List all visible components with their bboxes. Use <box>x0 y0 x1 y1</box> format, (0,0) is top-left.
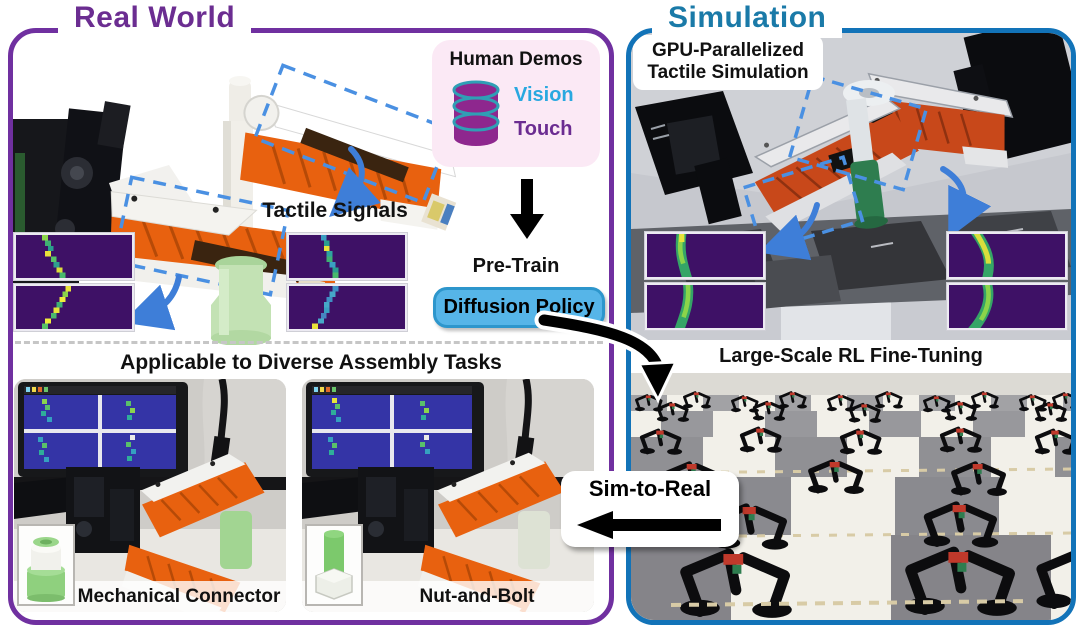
tactile-heatmap <box>947 283 1067 330</box>
gpu-parallelized-label: GPU-Parallelized Tactile Simulation <box>633 35 823 90</box>
motion-arrow <box>758 202 820 261</box>
real-world-title: Real World <box>58 0 252 38</box>
tasks-heading: Applicable to Diverse Assembly Tasks <box>120 351 502 374</box>
dashed-divider <box>15 341 603 344</box>
mechanical-connector-inset <box>17 524 75 606</box>
human-demos-box: Human Demos Vision Touch <box>432 40 600 167</box>
left-arrow-icon <box>577 511 721 539</box>
nut-and-bolt-inset <box>305 524 363 606</box>
motion-arrow <box>329 146 381 217</box>
simulation-title: Simulation <box>652 0 843 38</box>
touch-label: Touch <box>514 118 573 140</box>
tactile-heatmap <box>287 233 407 280</box>
tactile-heatmap <box>14 233 134 280</box>
vision-label: Vision <box>514 84 574 106</box>
sim-to-real-box: Sim-to-Real <box>561 471 739 547</box>
tactile-heatmap <box>14 284 134 331</box>
tactile-signals-label: Tactile Signals <box>262 199 408 222</box>
tactile-heatmap <box>947 232 1067 279</box>
motion-arrow <box>122 274 182 331</box>
pretrain-to-rl-arrow <box>534 310 679 404</box>
database-icon <box>452 80 500 146</box>
tactile-sensor-outline <box>111 175 291 297</box>
task-photo-image <box>302 379 594 612</box>
tactile-heatmap <box>645 283 765 330</box>
sim-to-real-label: Sim-to-Real <box>588 476 712 501</box>
tactile-heatmap <box>287 284 407 331</box>
tactile-sensor-outline <box>252 63 454 205</box>
tactile-heatmap <box>645 232 765 279</box>
motion-arrow <box>940 166 992 239</box>
human-demos-title: Human Demos <box>449 49 583 70</box>
pretrain-label: Pre-Train <box>472 255 560 277</box>
task-photo-nut-and-bolt: Nut-and-Bolt <box>302 379 594 612</box>
down-arrow-icon <box>510 179 544 239</box>
rl-finetuning-heading: Large-Scale RL Fine-Tuning <box>719 345 983 367</box>
task-photo-mechanical-connector: Mechanical Connector <box>14 379 286 612</box>
